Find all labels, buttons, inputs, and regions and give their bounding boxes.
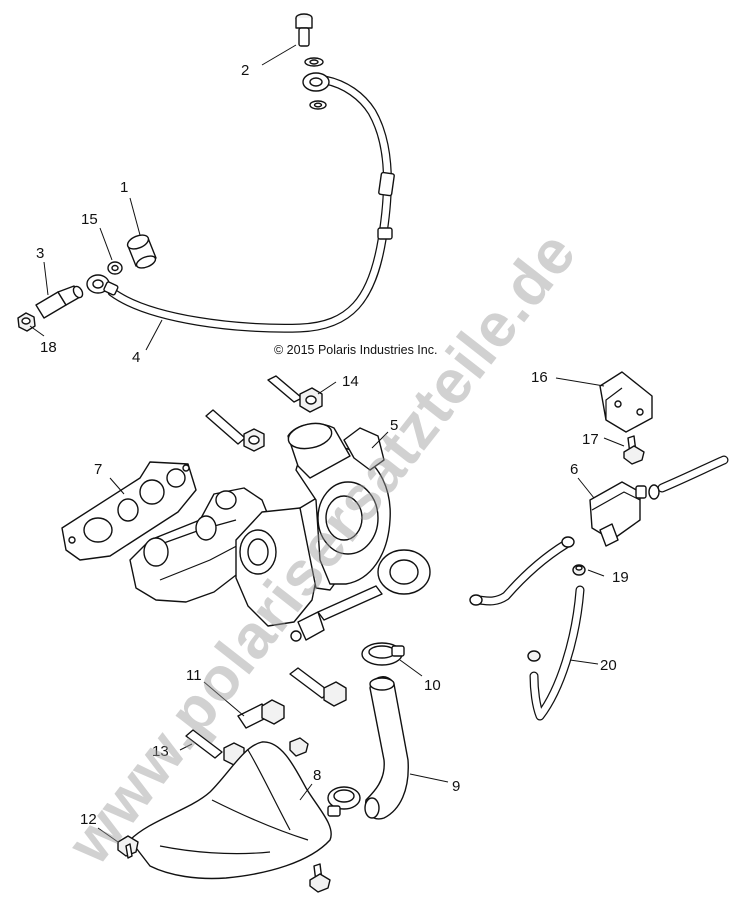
callout-12: 12 — [80, 811, 97, 828]
callout-5: 5 — [390, 417, 398, 434]
copyright-notice: © 2015 Polaris Industries Inc. — [274, 343, 437, 357]
part-hose-actuator — [469, 536, 575, 606]
callout-8: 8 — [313, 767, 321, 784]
part-7-gasket — [61, 461, 197, 561]
callout-16: 16 — [531, 369, 548, 386]
part-6-solenoid — [589, 455, 729, 547]
callout-1: 1 — [120, 179, 128, 196]
part-10-clamp — [361, 642, 405, 666]
watermark: www.polarisersatzteile.de — [54, 219, 590, 878]
callout-9: 9 — [452, 778, 460, 795]
part-5-turbocharger — [129, 422, 431, 642]
part-17-screw — [623, 435, 645, 465]
callout-17: 17 — [582, 431, 599, 448]
part-bottom-screw — [309, 863, 331, 893]
part-20-vacuum-line — [527, 585, 585, 721]
callout-11: 11 — [186, 667, 202, 684]
part-15-washer — [107, 261, 123, 275]
part-1-sleeve — [126, 234, 157, 269]
part-2-banjo-bolt — [295, 13, 327, 110]
callout-3: 3 — [36, 245, 44, 262]
callout-18: 18 — [40, 339, 57, 356]
callout-4: 4 — [132, 349, 140, 366]
part-11-stud — [237, 667, 347, 729]
leader-lines — [29, 44, 625, 843]
callout-6: 6 — [570, 461, 578, 478]
part-3-fitting — [35, 285, 84, 319]
callouts: 2 1 15 3 18 4 14 5 7 16 17 6 19 20 10 9 … — [36, 62, 629, 828]
callout-20: 20 — [600, 657, 617, 674]
callout-13: 13 — [152, 743, 169, 760]
callout-2: 2 — [241, 62, 249, 79]
part-clamp-lower — [327, 786, 361, 817]
callout-15: 15 — [81, 211, 98, 228]
callout-19: 19 — [612, 569, 629, 586]
part-16-bracket — [599, 371, 653, 433]
callout-10: 10 — [424, 677, 441, 694]
part-14-stud-and-nut — [205, 375, 323, 452]
part-12-screw — [117, 835, 139, 859]
callout-14: 14 — [342, 373, 359, 390]
callout-7: 7 — [94, 461, 102, 478]
part-4-oil-line — [86, 72, 395, 333]
part-8-heat-shield — [129, 741, 332, 880]
part-9-hose — [364, 676, 409, 820]
part-19-clip — [572, 564, 586, 576]
